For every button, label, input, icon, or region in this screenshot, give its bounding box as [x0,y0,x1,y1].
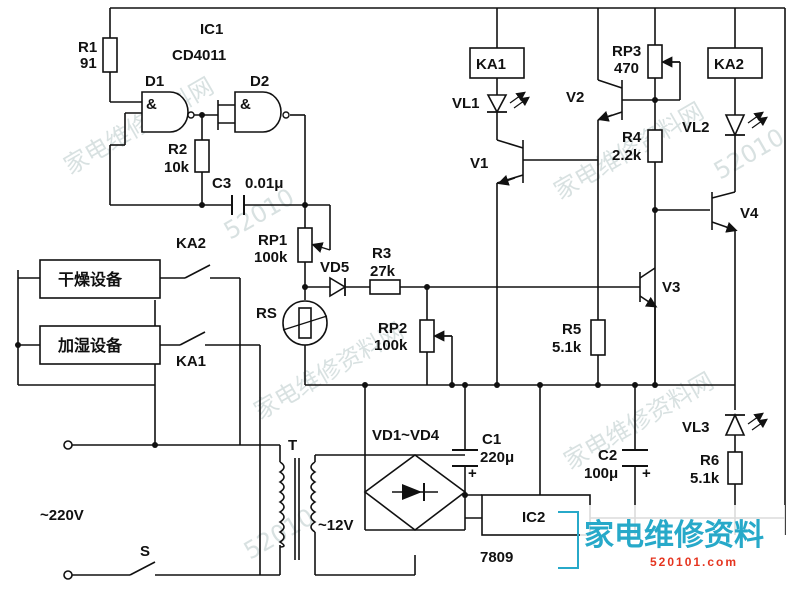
svg-text:R4: R4 [622,129,642,146]
svg-text:家电维修资料: 家电维修资料 [584,518,764,553]
gate-d2 [234,91,282,133]
ac-terminal-top [63,440,73,450]
resistor-r4 [647,129,663,163]
svg-text:D1: D1 [145,73,164,90]
svg-text:IC1: IC1 [200,21,223,38]
humidifier-box [39,325,161,365]
svg-text:T: T [288,437,297,454]
bridge-rectifier [363,454,467,532]
svg-text:加湿设备: 加湿设备 [57,336,123,355]
svg-text:干燥设备: 干燥设备 [58,270,123,289]
svg-text:10k: 10k [164,159,190,176]
dryer-box [39,259,161,299]
svg-text:R6: R6 [700,452,719,469]
svg-text:+: + [468,465,477,482]
gate-d1-bubble [187,111,195,119]
capacitor-c1 [452,449,478,467]
resistor-r5 [590,319,606,356]
svg-text:5.1k: 5.1k [690,470,720,487]
svg-text:VL2: VL2 [682,119,710,136]
resistor-r2 [194,139,210,173]
transformer-t [278,455,317,575]
svg-text:100k: 100k [374,337,408,354]
svg-text:&: & [240,96,251,113]
resistor-rp3 [647,44,663,79]
svg-text:100μ: 100μ [584,465,618,482]
resistor-rp2 [419,319,435,353]
resistors [102,37,743,485]
svg-text:IC2: IC2 [522,509,545,526]
regulator-ic2 [481,494,591,536]
svg-text:VD5: VD5 [320,259,349,276]
svg-text:V4: V4 [740,205,759,222]
svg-text:KA2: KA2 [714,56,744,73]
svg-text:100k: 100k [254,249,288,266]
relay-contacts [129,264,211,576]
svg-text:R2: R2 [168,141,187,158]
svg-text:RP3: RP3 [612,43,641,60]
svg-text:+: + [642,465,651,482]
svg-text:RP2: RP2 [378,320,407,337]
svg-text:R5: R5 [562,321,581,338]
svg-text:5.1k: 5.1k [552,339,582,356]
ac-terminal-bottom [63,570,73,580]
svg-text:C2: C2 [598,447,617,464]
capacitor-c2 [622,449,648,467]
labels: R1 91 IC1 CD4011 D1 D2 & & R2 10k C3 0.0… [40,21,759,566]
humidity-sensor-rs [282,300,328,346]
led-vl3 [724,412,768,436]
transistor-arrows [497,111,738,308]
led-vl2 [724,111,768,137]
svg-text:KA2: KA2 [176,235,206,252]
site-logo: 家电维修资料 520101.com [558,505,785,583]
junctions [15,97,658,498]
gate-d2-bubble [282,111,290,119]
svg-text:R1: R1 [78,39,97,56]
svg-text:C3: C3 [212,175,231,192]
svg-text:R3: R3 [372,245,391,262]
svg-text:RP1: RP1 [258,232,287,249]
svg-text:27k: 27k [370,263,396,280]
svg-text:470: 470 [614,60,639,77]
resistor-r1 [102,37,118,73]
relay-coil-ka2 [707,47,763,79]
svg-text:RS: RS [256,305,277,322]
svg-text:52010: 52010 [709,123,789,185]
pot-wipers [311,56,680,342]
svg-text:7809: 7809 [480,549,513,566]
svg-text:S: S [140,543,150,560]
svg-text:0.01μ: 0.01μ [245,175,283,192]
svg-text:KA1: KA1 [476,56,506,73]
svg-text:91: 91 [80,55,97,72]
svg-text:V2: V2 [566,89,584,106]
svg-text:&: & [146,96,157,113]
svg-text:~220V: ~220V [40,507,84,524]
relay-coil-ka1 [469,47,525,79]
svg-text:VL3: VL3 [682,419,710,436]
svg-text:V1: V1 [470,155,488,172]
led-vl1 [486,91,530,114]
svg-text:V3: V3 [662,279,680,296]
svg-text:~12V: ~12V [318,517,353,534]
svg-text:520101.com: 520101.com [650,555,738,569]
svg-text:VD1~VD4: VD1~VD4 [372,427,440,444]
svg-text:C1: C1 [482,431,501,448]
resistor-r6 [727,451,743,485]
resistor-rp1 [297,227,313,263]
svg-text:D2: D2 [250,73,269,90]
svg-text:VL1: VL1 [452,95,480,112]
svg-text:220μ: 220μ [480,449,514,466]
svg-text:2.2k: 2.2k [612,147,642,164]
svg-text:KA1: KA1 [176,353,206,370]
resistor-r3 [369,279,401,295]
capacitor-c3 [231,195,245,215]
diode-vd5 [329,276,347,298]
svg-text:CD4011: CD4011 [172,47,226,64]
